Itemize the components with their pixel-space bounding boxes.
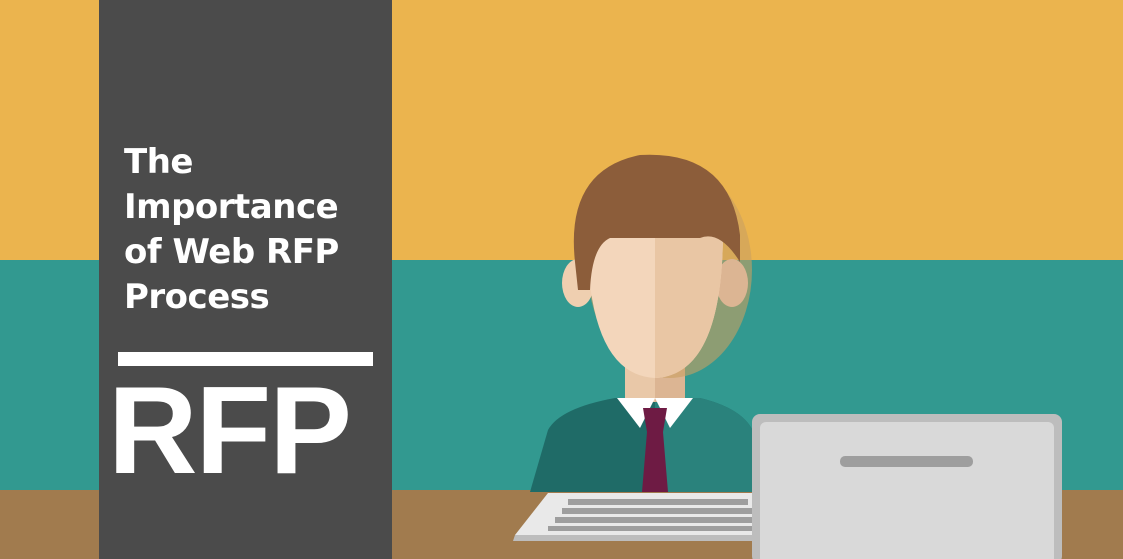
person-icon (530, 154, 760, 492)
rfp-big-word: RFP (108, 362, 352, 500)
divider (118, 352, 373, 366)
title-panel (99, 0, 392, 559)
laptop-icon (752, 414, 1062, 559)
keyboard-icon (513, 493, 760, 541)
headline: The Importance of Web RFP Process (124, 142, 339, 317)
